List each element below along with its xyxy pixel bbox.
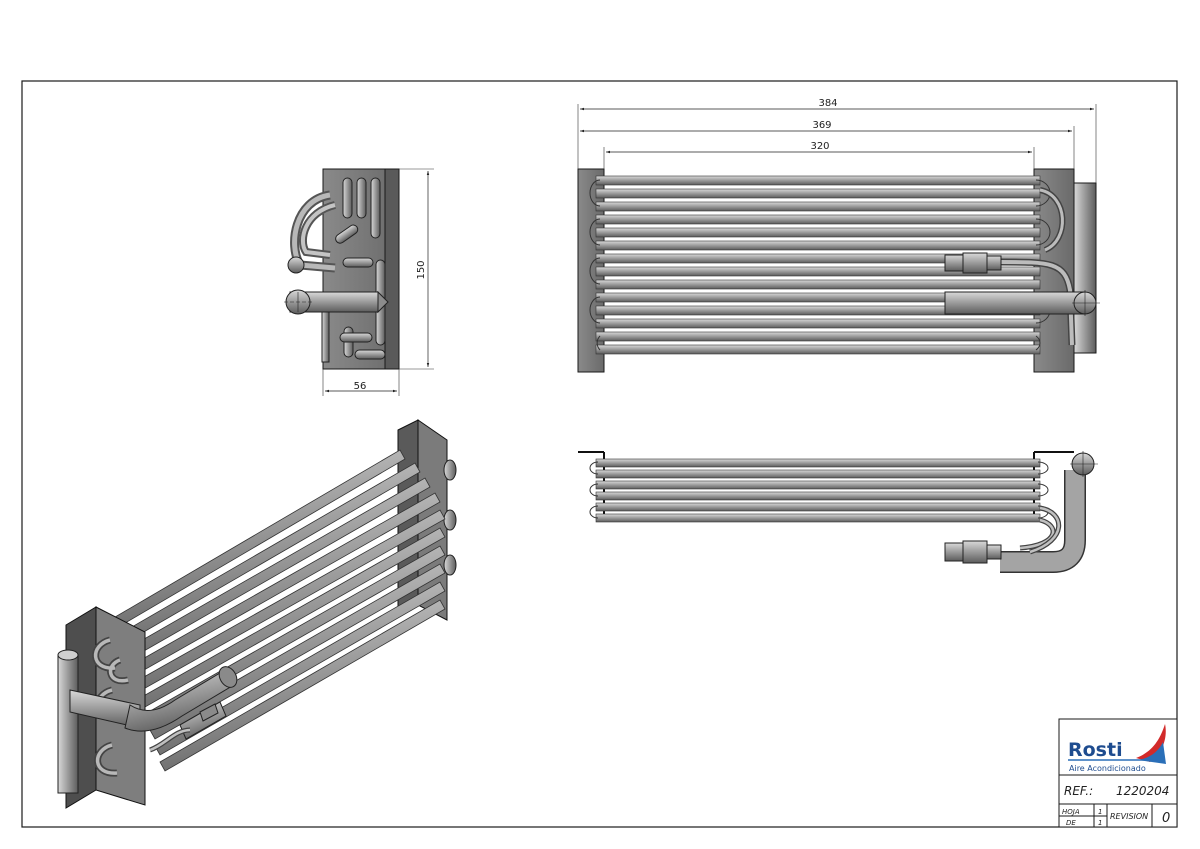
sheet-border: [21, 80, 1178, 828]
dim-inner-320: 320: [810, 141, 829, 152]
dim-mid-369: 369: [812, 120, 831, 131]
logo-subtitle: Aire Acondicionado: [1069, 764, 1146, 773]
hoja-label: HOJA: [1062, 808, 1080, 816]
ref-value: 1220204: [1116, 784, 1169, 798]
dim-width-56: 56: [354, 381, 367, 392]
dim-overall-384: 384: [818, 98, 837, 109]
revision-value: 0: [1162, 811, 1170, 826]
rosti-logo: [1068, 724, 1166, 764]
front-dimensions: [577, 104, 1097, 183]
title-block: [1058, 718, 1178, 828]
side-plate-edge: [384, 168, 400, 370]
front-tubes: [595, 175, 1041, 355]
dim-height-150: 150: [416, 260, 427, 279]
ref-label: REF.:: [1064, 784, 1093, 798]
side-view: [284, 168, 400, 370]
isometric-view: [57, 419, 457, 809]
hoja-value: 1: [1098, 808, 1102, 816]
de-value: 1: [1098, 819, 1102, 827]
revision-label: REVISION: [1110, 812, 1148, 821]
front-view: [577, 168, 1100, 373]
logo-wordmark: Rosti: [1068, 739, 1123, 761]
top-view: [578, 451, 1098, 573]
de-label: DE: [1066, 819, 1076, 827]
side-dimensions: [322, 168, 434, 396]
